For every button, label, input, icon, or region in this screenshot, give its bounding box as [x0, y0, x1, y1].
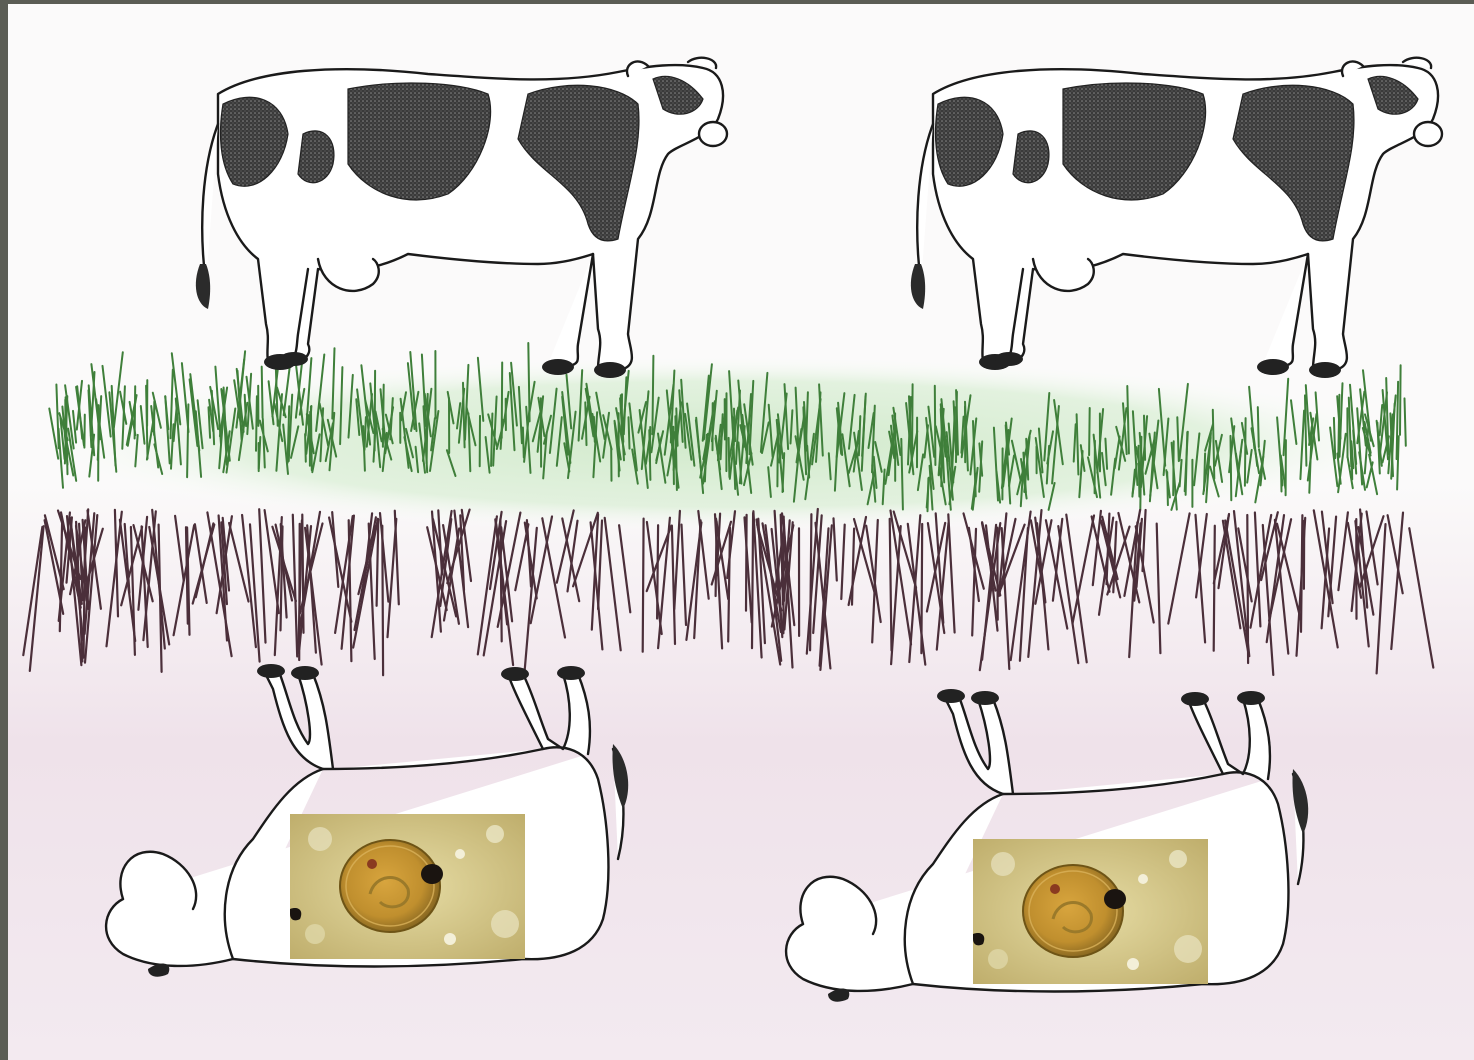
root-strand — [299, 524, 300, 660]
grass-blade — [652, 356, 653, 435]
grass-blade — [928, 478, 929, 511]
grass-blade — [365, 417, 366, 450]
root-strand — [716, 522, 717, 597]
grass-blade — [1258, 407, 1259, 447]
grass-blade — [262, 367, 263, 418]
grass-blade — [375, 371, 376, 451]
scene-svg — [8, 4, 1474, 1060]
grass-blade — [629, 417, 630, 448]
grass-blade — [1231, 436, 1232, 500]
root-strand — [752, 513, 753, 648]
grass-blade — [1204, 453, 1205, 490]
grass-blade — [777, 426, 778, 487]
grass-blade — [956, 392, 957, 462]
grass-blade — [1139, 446, 1140, 497]
grass-blade — [305, 434, 306, 462]
grass-blade — [383, 385, 384, 447]
grass-blade — [491, 414, 492, 467]
root-strand — [643, 519, 644, 652]
illustration — [8, 4, 1474, 1060]
grass-blade — [528, 343, 529, 421]
grass-blade — [585, 402, 586, 445]
grass-blade — [1245, 418, 1246, 486]
grass-blade — [1089, 408, 1090, 455]
parasite-egg-micrograph-left — [290, 814, 525, 959]
grass-blade — [859, 416, 860, 455]
grass-blade — [309, 415, 310, 454]
grass-blade — [935, 386, 936, 465]
grass-blade — [1405, 398, 1406, 445]
root-strand — [382, 526, 383, 676]
grass-blade — [1140, 437, 1141, 510]
grass-blade — [523, 428, 524, 458]
root-strand — [1214, 526, 1215, 651]
grass-blade — [1352, 444, 1353, 480]
grass-blade — [1400, 365, 1401, 435]
grass-blade — [1338, 395, 1339, 459]
grass-blade — [311, 407, 312, 471]
root-strand — [921, 524, 922, 653]
grass-blade — [187, 404, 188, 477]
grass-blade — [256, 396, 257, 451]
root-strand — [657, 525, 658, 618]
parasite-egg-micrograph-right — [973, 839, 1208, 984]
grass-blade — [1167, 472, 1168, 505]
grass-blade — [245, 395, 246, 426]
